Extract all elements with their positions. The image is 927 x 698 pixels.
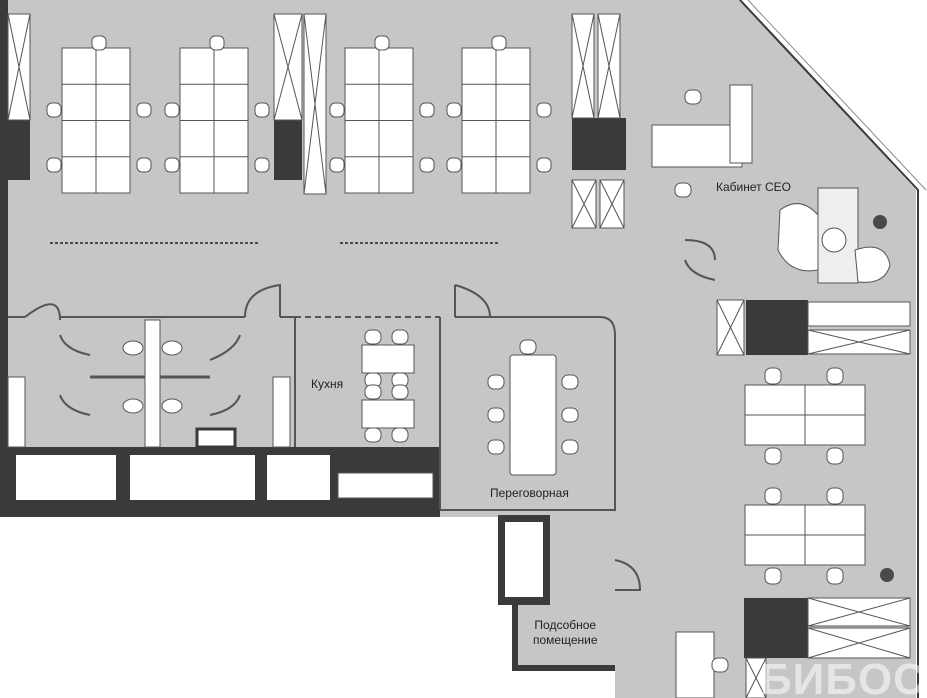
- chair: [561, 407, 579, 423]
- tables: [361, 84, 911, 698]
- cabinet-cross: [599, 179, 625, 229]
- meeting-table: [509, 354, 557, 476]
- chair: [374, 35, 390, 51]
- ceo-cabinet: [807, 301, 911, 327]
- chair: [487, 407, 505, 423]
- chair: [209, 35, 225, 51]
- room-label-kitchen: Кухня: [311, 377, 344, 391]
- room-label-utility: Подсобное помещение: [533, 618, 598, 648]
- chair: [91, 35, 107, 51]
- kitchen-table-2: [361, 399, 415, 429]
- chair: [764, 487, 782, 505]
- chair: [764, 367, 782, 385]
- storage-cabinets: [7, 13, 911, 698]
- chair: [364, 427, 382, 443]
- chair: [136, 102, 152, 118]
- chair: [536, 157, 552, 173]
- workstations: [61, 47, 866, 566]
- cabinet-cross: [807, 597, 911, 627]
- chair: [764, 447, 782, 465]
- chair: [519, 339, 537, 355]
- chair: [561, 374, 579, 390]
- chair: [164, 102, 180, 118]
- chair: [391, 427, 409, 443]
- cabinet-cross: [807, 329, 911, 355]
- chair: [164, 157, 180, 173]
- cabinet-cross: [716, 299, 745, 356]
- chair: [674, 182, 692, 198]
- chair: [364, 384, 382, 400]
- chair: [136, 157, 152, 173]
- chair: [826, 367, 844, 385]
- cabinet-cross: [571, 179, 597, 229]
- chair: [826, 567, 844, 585]
- cabinet-cross: [571, 13, 595, 119]
- chair: [561, 439, 579, 455]
- chair: [446, 157, 462, 173]
- ceo-desk: [651, 124, 743, 168]
- plant-icons: [873, 215, 894, 582]
- chair: [254, 102, 270, 118]
- cabinet-cross: [7, 13, 31, 121]
- watermark-logo: БИБОСС: [760, 655, 927, 698]
- chair: [764, 567, 782, 585]
- chair: [419, 157, 435, 173]
- chair: [46, 102, 62, 118]
- facade-line: [739, 0, 919, 698]
- cabinet-cross: [745, 657, 767, 698]
- chair: [826, 487, 844, 505]
- chair: [487, 439, 505, 455]
- chair: [487, 374, 505, 390]
- cabinet-cross: [273, 13, 303, 121]
- service-rooms: [16, 427, 543, 597]
- room-label-ceo: Кабинет CEO: [716, 180, 791, 194]
- chair: [329, 102, 345, 118]
- chair: [391, 384, 409, 400]
- chair: [826, 447, 844, 465]
- cabinet-cross: [807, 627, 911, 659]
- room-label-utility-line1: Подсобное: [534, 618, 597, 632]
- chair: [329, 157, 345, 173]
- room-label-meeting: Переговорная: [490, 486, 569, 500]
- kitchen-table-1: [361, 344, 415, 374]
- sanitary: [7, 319, 434, 499]
- chair: [491, 35, 507, 51]
- cabinet-cross: [597, 13, 621, 119]
- chair: [254, 157, 270, 173]
- chair: [446, 102, 462, 118]
- chair: [711, 657, 729, 673]
- chair: [684, 89, 702, 105]
- chair: [46, 157, 62, 173]
- room-label-utility-line2: помещение: [533, 633, 598, 647]
- chair: [391, 329, 409, 345]
- chair: [419, 102, 435, 118]
- chair: [364, 329, 382, 345]
- chair: [536, 102, 552, 118]
- cabinet-cross: [303, 13, 327, 195]
- chairs: [46, 35, 844, 673]
